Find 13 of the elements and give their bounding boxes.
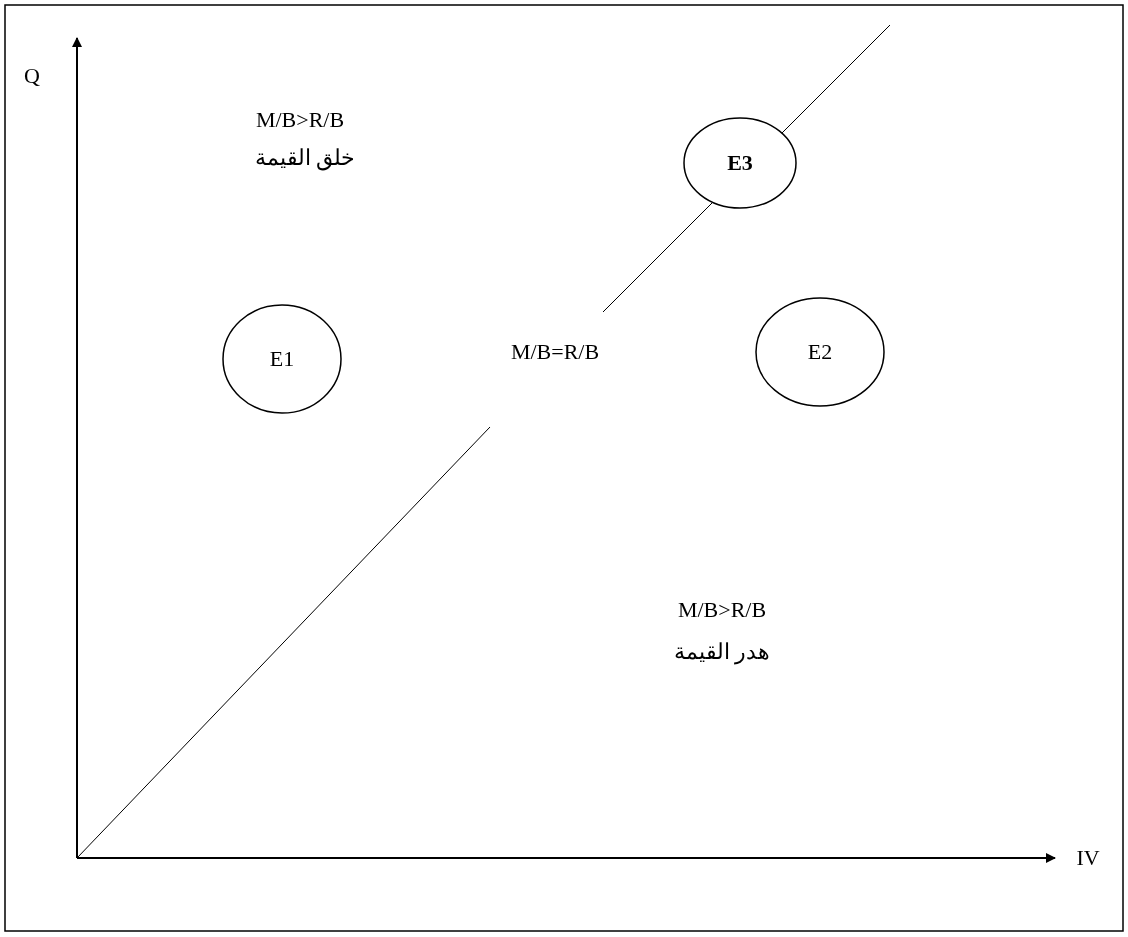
region-label: M/B>R/B — [677, 597, 767, 623]
node-label: E2 — [807, 339, 833, 365]
region-label: خلق القيمة — [254, 145, 356, 171]
ellipse-node — [683, 117, 797, 209]
ellipse-node — [755, 297, 885, 407]
line-label: M/B=R/B — [510, 339, 600, 365]
node-label: E3 — [727, 150, 753, 176]
node-label: E1 — [269, 346, 295, 372]
region-label: هدر القيمة — [673, 639, 771, 665]
ellipse-node — [222, 304, 342, 414]
axis-label: IV — [1076, 845, 1100, 871]
axis-label: Q — [24, 63, 40, 89]
region-label: M/B>R/B — [255, 107, 345, 133]
